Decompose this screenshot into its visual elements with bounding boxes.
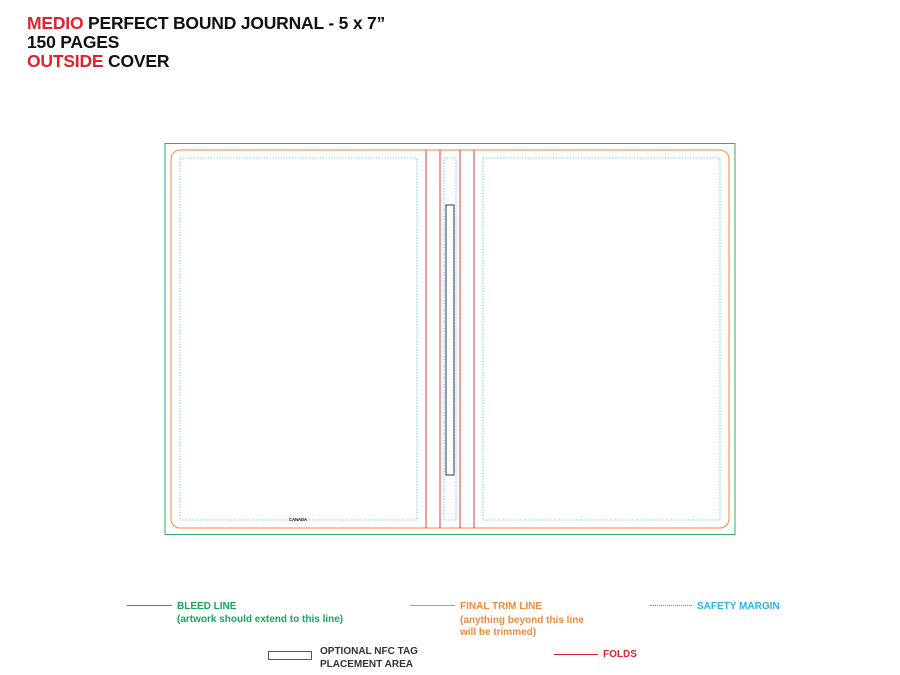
canada-imprint: CANADA: [289, 517, 307, 522]
title-cover-word: COVER: [103, 51, 170, 71]
bleed-line-outline: [164, 143, 736, 535]
title-block: MEDIO PERFECT BOUND JOURNAL - 5 x 7” 150…: [27, 14, 385, 71]
legend-trim-note-2: will be trimmed): [460, 627, 537, 638]
legend-nfc-swatch: [268, 651, 312, 660]
title-accent-medio: MEDIO: [27, 13, 84, 33]
legend-trim-label: FINAL TRIM LINE: [460, 601, 543, 612]
safety-margin-back-panel: [179, 157, 418, 521]
title-line-pages: 150 PAGES: [27, 32, 120, 52]
legend-folds-label: FOLDS: [603, 649, 637, 660]
cover-template: CANADA: [164, 143, 736, 535]
legend-safety-label: SAFETY MARGIN: [697, 601, 780, 612]
safety-margin-front-panel: [482, 157, 721, 521]
legend-trim-swatch: [410, 605, 455, 606]
legend-bleed-label: BLEED LINE: [177, 601, 237, 612]
legend-folds-swatch: [554, 654, 598, 655]
title-line-product: MEDIO PERFECT BOUND JOURNAL - 5 x 7”: [27, 14, 385, 33]
legend-bleed-swatch: [127, 605, 172, 606]
legend-safety-swatch: [650, 605, 692, 606]
title-product-name: PERFECT BOUND JOURNAL - 5 x 7”: [83, 13, 386, 33]
legend-trim-note-1: (anything beyond this line: [460, 615, 584, 626]
trim-line-outline: [170, 149, 730, 529]
title-line-cover: OUTSIDE COVER: [27, 52, 385, 71]
legend-nfc-label-1: OPTIONAL NFC TAG: [320, 646, 418, 657]
nfc-tag-placement-area: [445, 204, 455, 476]
safety-margin-spine: [443, 157, 457, 521]
legend-nfc-label-2: PLACEMENT AREA: [320, 659, 413, 670]
title-accent-outside: OUTSIDE: [27, 51, 104, 71]
legend-bleed-note: (artwork should extend to this line): [177, 614, 344, 625]
